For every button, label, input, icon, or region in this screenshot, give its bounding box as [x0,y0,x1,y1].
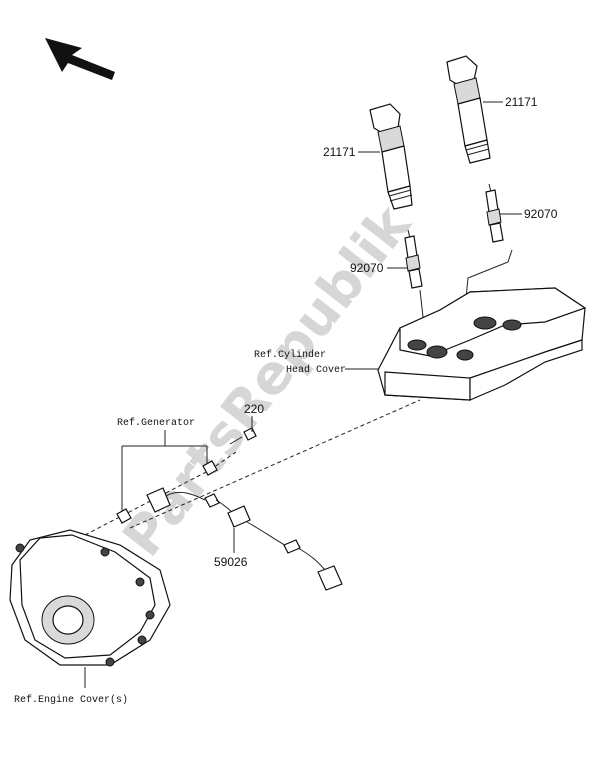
cylinder-head-cover [377,287,587,401]
engine-cover [9,529,171,667]
ref-cylinder-label: Ref.Cylinder [254,349,326,361]
bolt [229,427,257,445]
watermark: PartsRepublik [111,193,424,568]
ignition-coil-right [446,55,491,164]
spark-plug-left [404,229,423,289]
spark-plug-right [485,183,504,243]
bolt-part-number: 220 [244,402,264,416]
front-direction-arrow-icon [45,38,115,80]
ref-head-cover-label: Head Cover [286,364,346,376]
pickup-sensor [116,460,343,591]
ref-engine-cover-label: Ref.Engine Cover(s) [14,694,128,706]
plug-left-part-number: 92070 [350,261,384,275]
plug-right-part-number: 92070 [524,207,558,221]
ref-generator-label: Ref.Generator [117,417,195,429]
coil-left-part-number: 21171 [323,145,356,159]
sensor-part-number: 59026 [214,555,248,569]
coil-right-part-number: 21171 [505,95,538,109]
ignition-coil-left [369,103,413,210]
